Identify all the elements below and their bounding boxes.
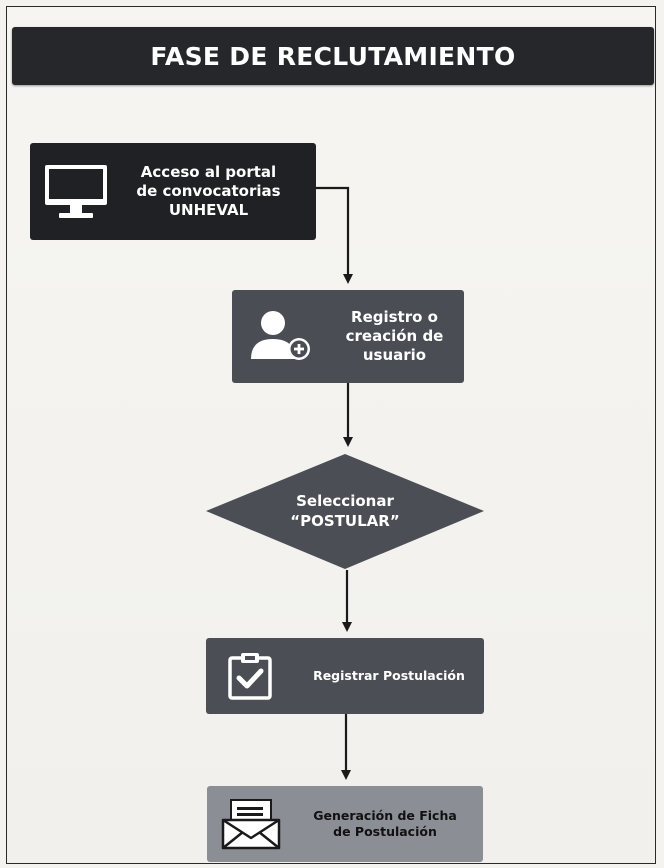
step-select-postular: Seleccionar “POSTULAR”	[205, 453, 485, 570]
step-register-line-2: creación de	[345, 327, 444, 346]
step-select-line-1: Seleccionar	[296, 492, 394, 510]
step-ficha-line-2: de Postulación	[333, 824, 437, 839]
step-access-label: Acceso al portal de convocatorias UNHEVA…	[126, 163, 291, 219]
diagram-title: FASE DE RECLUTAMIENTO	[150, 41, 516, 71]
step-access-line-2: de convocatorias	[136, 182, 281, 201]
step-select-label: Seleccionar “POSTULAR”	[205, 453, 485, 570]
decision-diamond	[206, 454, 484, 569]
step-ficha-line-1: Generación de Ficha	[313, 808, 457, 824]
step-register-label: Registro o creación de usuario	[332, 308, 457, 364]
step-register-user: Registro o creación de usuario	[232, 290, 464, 383]
step-access-line-3: UNHEVAL	[168, 200, 249, 219]
clipboard-check-icon	[206, 638, 294, 714]
step-register-line-3: usuario	[362, 345, 427, 364]
step-access-portal: Acceso al portal de convocatorias UNHEVA…	[30, 143, 316, 240]
connector-access-to-register	[316, 186, 353, 284]
step-postulation-line-1: Registrar Postulación	[313, 668, 465, 684]
monitor-icon	[30, 143, 122, 240]
step-generate-ficha: Generación de Ficha de Postulación	[207, 786, 483, 862]
add-user-icon	[232, 290, 332, 383]
step-register-line-1: Registro o	[351, 308, 438, 327]
step-register-postulation: Registrar Postulación	[206, 638, 484, 714]
step-access-line-1: Acceso al portal	[140, 163, 277, 182]
step-postulation-label: Registrar Postulación	[294, 668, 484, 684]
title-bar: FASE DE RECLUTAMIENTO	[12, 27, 654, 85]
step-ficha-label: Generación de Ficha de Postulación	[295, 808, 475, 839]
envelope-icon	[207, 786, 295, 862]
step-select-line-2: “POSTULAR”	[290, 511, 400, 530]
